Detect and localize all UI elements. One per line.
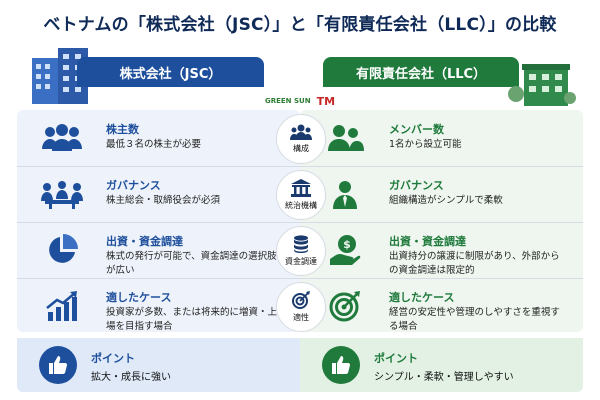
jsc-row-suitability: 適したケース 投資家が多数、または将来的に増資・上場を目指す場合 xyxy=(17,278,300,334)
jsc-row-funding: 出資・資金調達 株式の発行が可能で、資金調達の選択肢が広い xyxy=(17,222,300,278)
llc-header: 有限責任会社（LLC） xyxy=(323,57,519,87)
jsc-header: 株式会社（JSC） xyxy=(77,57,264,87)
coins-icon xyxy=(294,235,308,253)
row-heading: 適したケース xyxy=(389,291,455,304)
company-logos: GREEN SUN TM xyxy=(254,90,346,112)
row-text: 投資家が多数、または将来的に増資・上場を目指す場合 xyxy=(106,307,278,332)
row-heading: 適したケース xyxy=(106,291,172,304)
page-title: ベトナムの「株式会社（JSC）」と「有限責任会社（LLC）」の比較 xyxy=(43,15,557,35)
point-text: 拡大・成長に強い xyxy=(91,372,171,383)
row-divider xyxy=(17,222,583,223)
shareholders-icon xyxy=(39,122,85,154)
row-text: 株主総会・取締役会が必須 xyxy=(106,195,221,206)
row-heading: 出資・資金調達 xyxy=(389,235,466,248)
row-text: 最低３名の株主が必要 xyxy=(106,139,202,150)
row-divider xyxy=(17,278,583,279)
target-icon xyxy=(292,291,310,309)
llc-row-suitability: 適したケース 経営の安定性や管理のしやすさを重視する場合 xyxy=(300,278,583,334)
institution-icon xyxy=(291,179,311,197)
growth-chart-icon xyxy=(39,290,85,322)
center-label: 統治機構 xyxy=(285,201,317,210)
people-icon xyxy=(290,124,312,140)
money-hand-icon: $ xyxy=(322,234,368,266)
jsc-row-governance: ガバナンス 株主総会・取締役会が必須 xyxy=(17,166,300,222)
row-text: 経営の安定性や管理のしやすさを重視する場合 xyxy=(389,307,560,332)
manager-icon xyxy=(322,178,368,210)
tm-logo: TM xyxy=(316,94,336,108)
point-heading: ポイント xyxy=(374,352,418,365)
row-heading: ガバナンス xyxy=(106,179,161,192)
center-badge-governance: 統治機構 xyxy=(276,170,326,220)
point-text: シンプル・柔軟・管理しやすい xyxy=(374,372,514,383)
row-heading: 出資・資金調達 xyxy=(106,235,183,248)
target-icon xyxy=(322,290,368,322)
green-sun-logo: GREEN SUN xyxy=(264,97,311,105)
thumbs-up-icon xyxy=(39,346,77,384)
row-text: 組織構造がシンプルで柔軟 xyxy=(389,195,503,206)
llc-row-governance: ガバナンス 組織構造がシンプルで柔軟 xyxy=(300,166,583,222)
small-office-building-icon xyxy=(508,64,576,106)
jsc-point-box: ポイント 拡大・成長に強い xyxy=(17,338,300,392)
members-icon xyxy=(322,122,368,154)
thumbs-up-icon xyxy=(322,346,360,384)
center-label: 適性 xyxy=(293,313,309,322)
llc-row-funding: $ 出資・資金調達 出資持分の譲渡に制限があり、外部からの資金調達は限定的 xyxy=(300,222,583,278)
row-heading: ガバナンス xyxy=(389,179,444,192)
row-divider xyxy=(17,166,583,167)
llc-row-composition: メンバー数 1名から設立可能 xyxy=(300,110,583,166)
center-badge-composition: 構成 xyxy=(276,114,326,164)
center-label: 資金調達 xyxy=(285,257,317,266)
point-heading: ポイント xyxy=(91,352,135,365)
pie-chart-icon xyxy=(39,234,85,266)
center-label: 構成 xyxy=(293,144,309,153)
row-heading: メンバー数 xyxy=(389,123,444,136)
jsc-row-composition: 株主数 最低３名の株主が必要 xyxy=(17,110,300,166)
llc-point-box: ポイント シンプル・柔軟・管理しやすい xyxy=(300,338,583,392)
svg-text:$: $ xyxy=(343,238,351,251)
row-heading: 株主数 xyxy=(106,123,139,136)
row-text: 1名から設立可能 xyxy=(389,139,462,150)
center-badge-suitability: 適性 xyxy=(276,282,326,332)
meeting-icon xyxy=(39,178,85,210)
row-text: 株式の発行が可能で、資金調達の選択肢が広い xyxy=(106,251,277,276)
row-text: 出資持分の譲渡に制限があり、外部からの資金調達は限定的 xyxy=(389,251,560,276)
center-badge-funding: 資金調達 xyxy=(276,226,326,276)
